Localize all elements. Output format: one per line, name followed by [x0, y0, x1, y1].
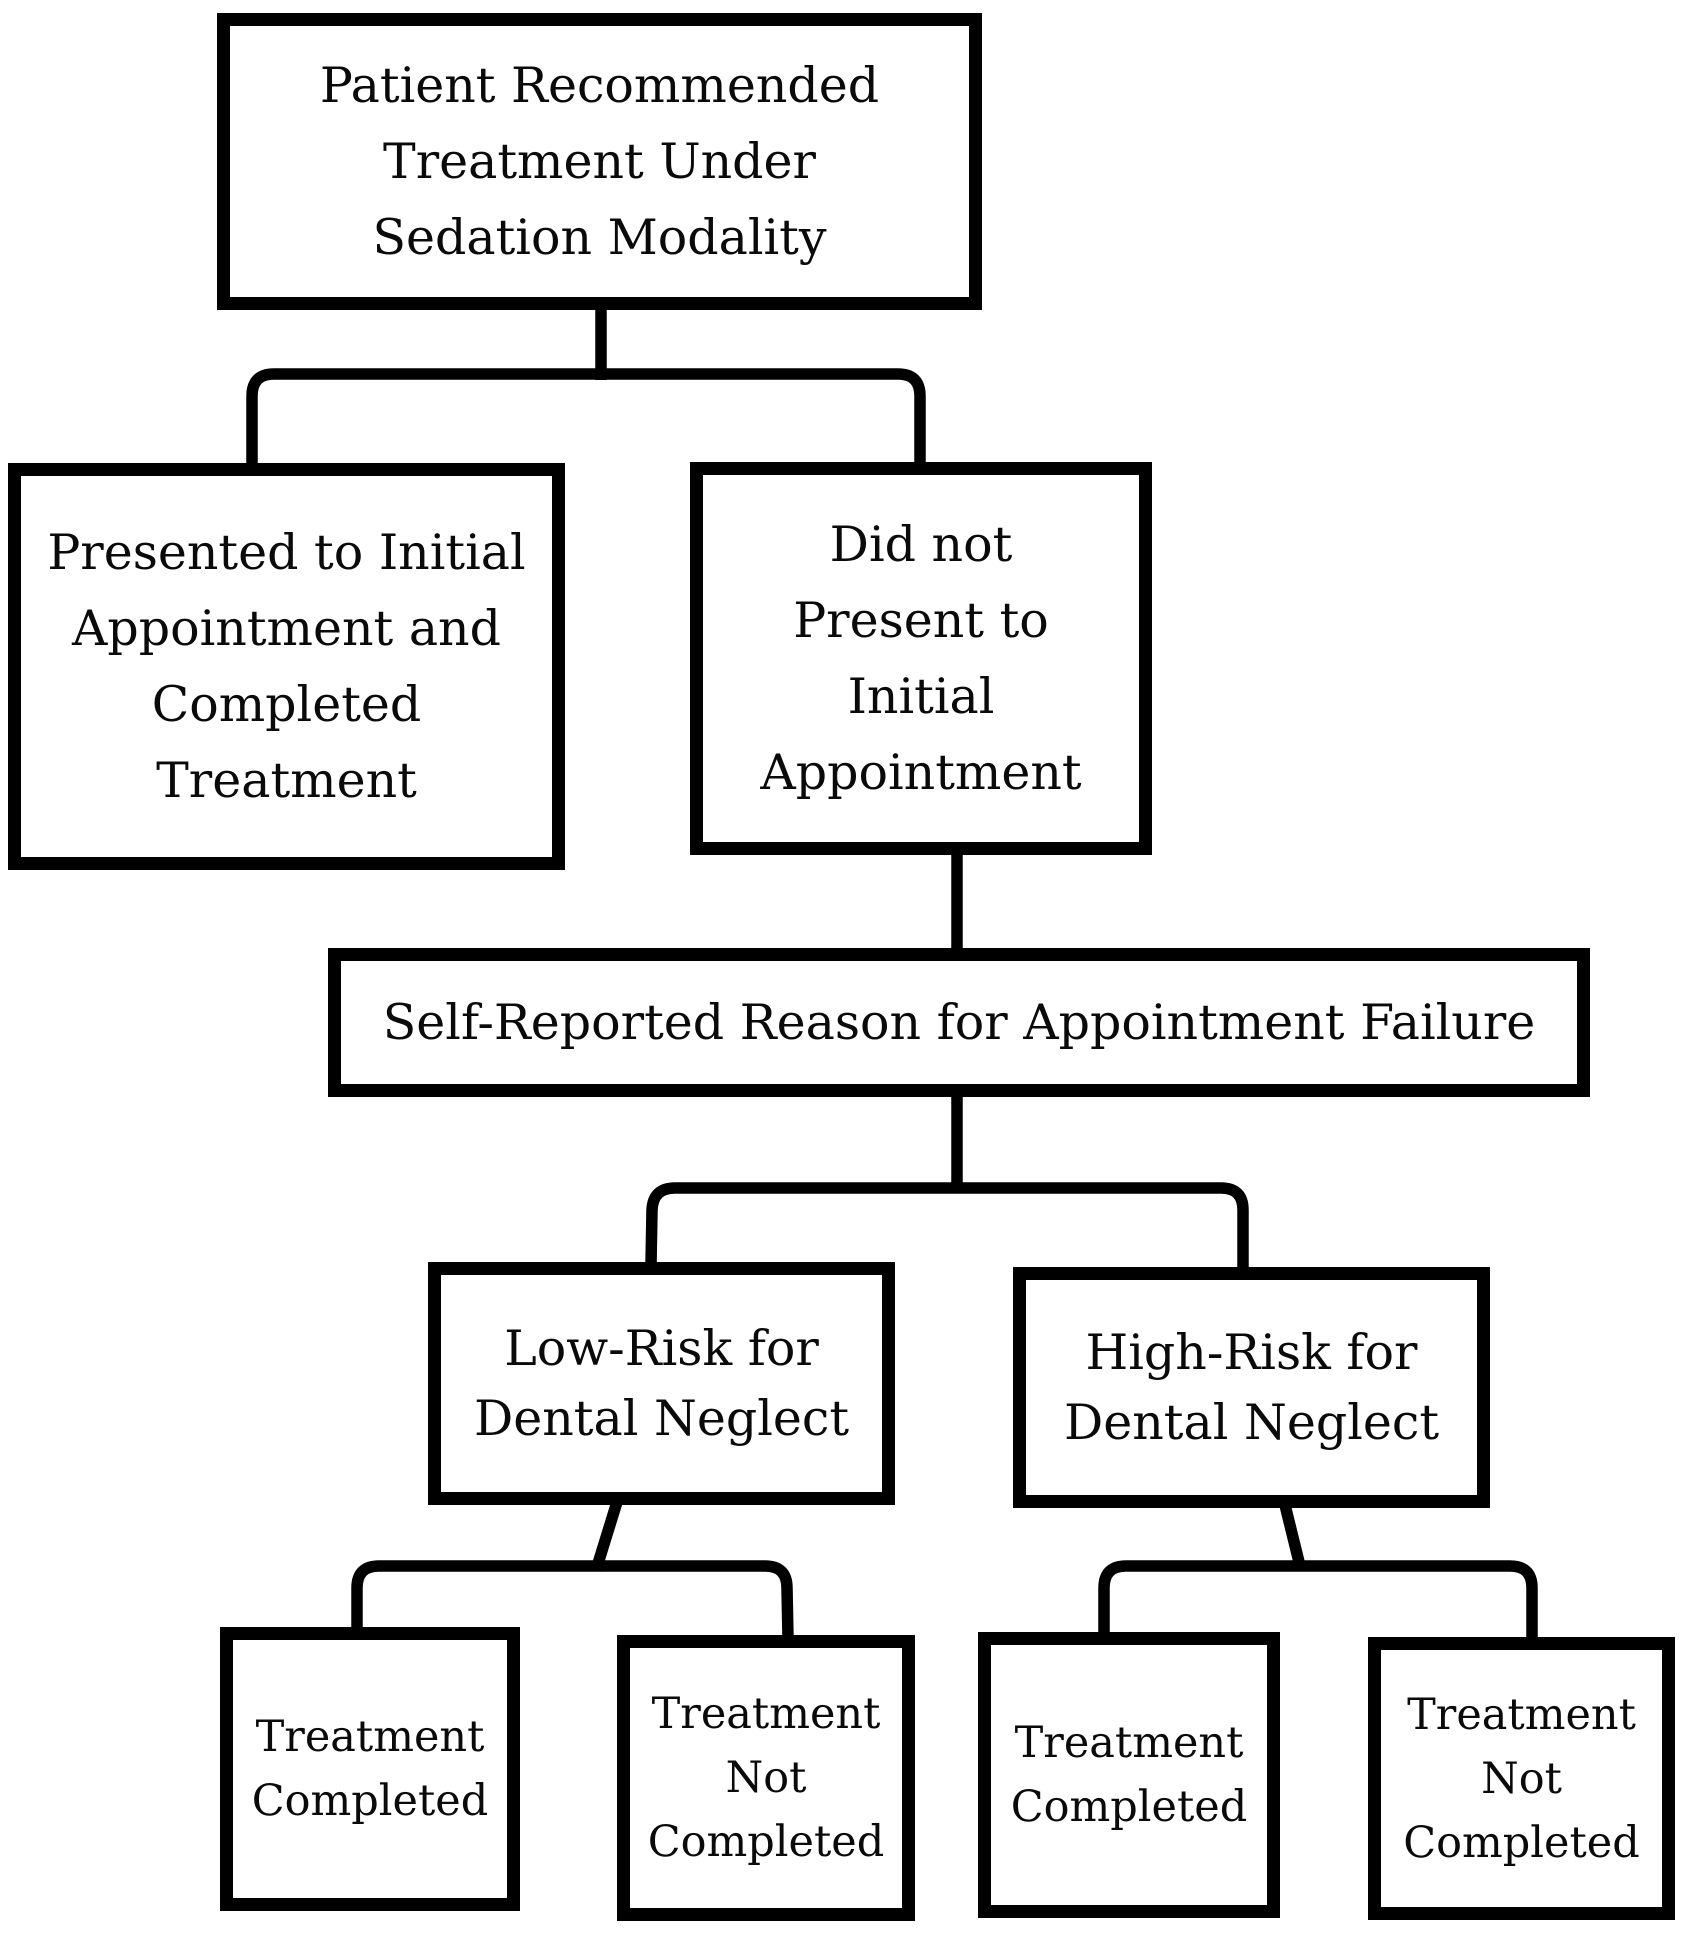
node-low-treatment-completed-label: Treatment Completed	[251, 1712, 489, 1826]
node-high-treatment-completed-label: Treatment Completed	[1010, 1718, 1248, 1832]
node-low-risk-label: Low-Risk for Dental Neglect	[473, 1319, 850, 1447]
node-did-not-present-label: Did not Present to Initial Appointment	[760, 515, 1082, 801]
connector-lowrisk-stem	[590, 1500, 623, 1572]
node-did-not-present: Did not Present to Initial Appointment	[690, 462, 1152, 855]
connector-branch-root-children	[246, 368, 926, 466]
node-presented-completed-label: Presented to Initial Appointment and Com…	[47, 523, 526, 809]
node-low-risk: Low-Risk for Dental Neglect	[428, 1262, 895, 1505]
node-high-treatment-not-completed-label: Treatment Not Completed	[1403, 1689, 1640, 1868]
node-low-treatment-not-completed-label: Treatment Not Completed	[647, 1689, 885, 1867]
connector-highrisk-stem	[1279, 1503, 1307, 1572]
node-root-label: Patient Recommended Treatment Under Seda…	[319, 56, 880, 266]
node-low-treatment-completed: Treatment Completed	[220, 1627, 520, 1911]
node-high-risk-label: High-Risk for Dental Neglect	[1063, 1323, 1440, 1451]
node-high-treatment-not-completed: Treatment Not Completed	[1368, 1637, 1675, 1920]
node-self-reported-reason: Self-Reported Reason for Appointment Fai…	[328, 948, 1590, 1097]
node-self-reported-reason-label: Self-Reported Reason for Appointment Fai…	[382, 993, 1536, 1051]
node-root: Patient Recommended Treatment Under Seda…	[217, 13, 982, 310]
node-presented-completed: Presented to Initial Appointment and Com…	[8, 463, 565, 870]
connector-branch-low-children	[351, 1560, 794, 1639]
node-high-treatment-completed: Treatment Completed	[978, 1632, 1280, 1918]
node-high-risk: High-Risk for Dental Neglect	[1013, 1267, 1490, 1508]
connector-branch-high-children	[1098, 1560, 1538, 1640]
node-low-treatment-not-completed: Treatment Not Completed	[617, 1635, 915, 1921]
connector-branch-risk	[645, 1182, 1249, 1270]
